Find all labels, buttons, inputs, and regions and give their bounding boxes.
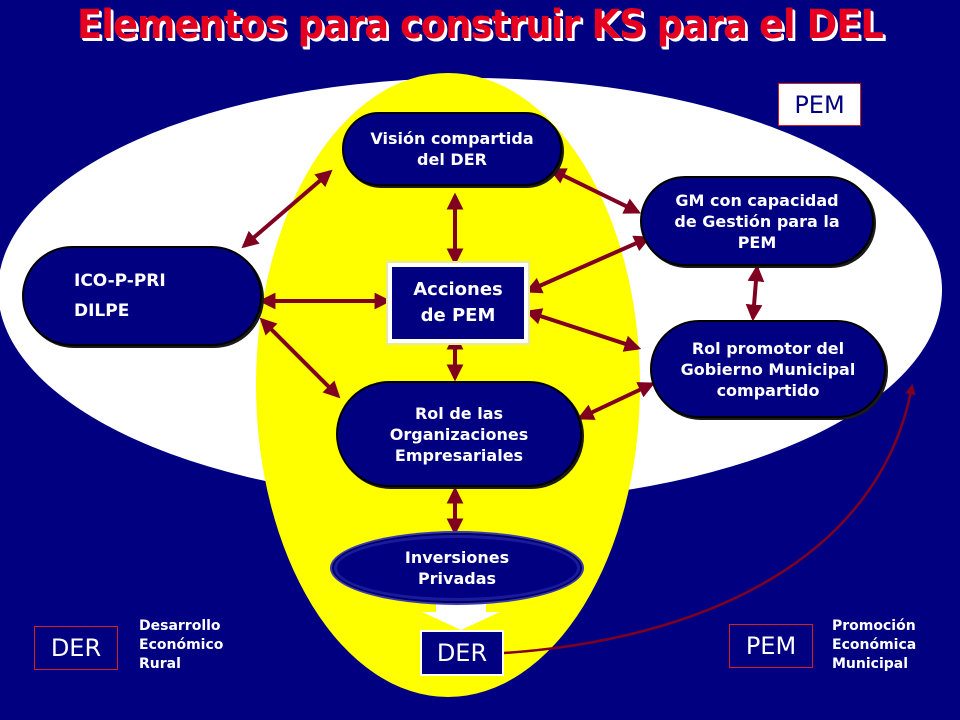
arrow-acciones-gm bbox=[524, 235, 652, 294]
node-text-line: Gobierno Municipal bbox=[680, 359, 856, 379]
node-inversiones-privadas: Inversiones Privadas bbox=[332, 533, 582, 603]
node-rol-promotor: Rol promotor del Gobierno Municipal comp… bbox=[650, 320, 886, 418]
legend-der: Desarrollo Económico Rural bbox=[139, 617, 223, 674]
curved-arrow-der-pem bbox=[503, 383, 916, 655]
arrow-vision-gm bbox=[548, 168, 642, 214]
node-text-line: ICO-P-PRI bbox=[74, 271, 166, 291]
legend-pem: Promoción Económica Municipal bbox=[832, 617, 916, 674]
node-text-line: Inversiones bbox=[404, 548, 510, 567]
node-gm-capacidad: GM con capacidad de Gestión para la PEM bbox=[640, 176, 874, 266]
node-text-line: DILPE bbox=[74, 301, 130, 321]
page-title: Elementos para construir KS para el DEL bbox=[77, 2, 884, 48]
arrow-rol-org-rol-promotor bbox=[576, 382, 656, 420]
legend-text-line: Rural bbox=[139, 656, 181, 672]
node-text-line: compartido bbox=[716, 380, 820, 400]
node-text-line: Rol de las bbox=[414, 403, 504, 423]
node-text-line: del DER bbox=[417, 150, 487, 169]
node-acciones-pem: Acciones de PEM bbox=[386, 261, 530, 345]
legend-text-line: Económica bbox=[832, 637, 917, 653]
legend-text-line: Económico bbox=[139, 637, 224, 653]
legend-text-line: Municipal bbox=[832, 656, 909, 672]
down-block-arrow bbox=[422, 604, 500, 630]
node-text-line: Rol promotor del bbox=[691, 338, 845, 358]
arrow-acciones-rol-promotor bbox=[524, 308, 642, 352]
node-text-line: PEM bbox=[737, 232, 777, 252]
legend-text-line: Promoción bbox=[832, 618, 916, 634]
pem-label-bottom: PEM bbox=[729, 624, 813, 668]
pem-label-top: PEM bbox=[778, 83, 861, 126]
node-text-line: Acciones bbox=[413, 279, 503, 300]
node-text-line: Visión compartida bbox=[370, 129, 534, 148]
der-label-left: DER bbox=[34, 626, 118, 670]
der-label-center: DER bbox=[420, 630, 504, 676]
connector-arrows bbox=[241, 168, 765, 536]
node-text-line: de Gestión para la bbox=[674, 211, 840, 231]
node-vision-compartida: Visión compartida del DER bbox=[342, 112, 562, 186]
arrow-ico-rol-org bbox=[259, 317, 341, 399]
node-text-line: GM con capacidad bbox=[675, 190, 839, 210]
node-text-line: de PEM bbox=[420, 305, 496, 326]
node-text-line: Empresariales bbox=[394, 445, 524, 465]
arrow-gm-rol-promotor bbox=[745, 264, 765, 322]
node-text-line: Organizaciones bbox=[389, 424, 529, 444]
node-rol-organizaciones: Rol de las Organizaciones Empresariales bbox=[336, 381, 582, 487]
node-text-line: Privadas bbox=[417, 569, 497, 588]
arrow-ico-vision bbox=[241, 169, 333, 249]
node-ico-dilpe: ICO-P-PRI DILPE bbox=[22, 246, 262, 346]
legend-text-line: Desarrollo bbox=[139, 618, 221, 634]
